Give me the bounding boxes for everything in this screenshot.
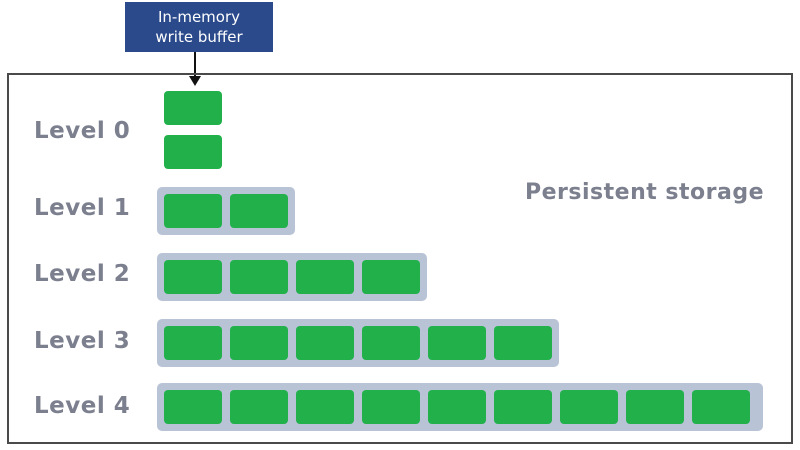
level-3-group [157, 319, 559, 367]
level-3-sstable-block [428, 326, 486, 360]
level-3-sstable-block [230, 326, 288, 360]
level-4-sstable-block [428, 390, 486, 424]
write-buffer-label-line2: write buffer [155, 28, 243, 46]
persistent-storage-label: Persistent storage [525, 180, 764, 205]
level-1-sstable-block [164, 194, 222, 228]
level-2-sstable-block [164, 260, 222, 294]
flush-arrow-head [189, 76, 201, 86]
level-4-sstable-block [692, 390, 750, 424]
level-4-group [157, 383, 763, 431]
level-3-sstable-block [296, 326, 354, 360]
level-0-sstable-block [164, 135, 222, 169]
write-buffer-box: In-memory write buffer [125, 2, 273, 52]
level-4-label: Level 4 [34, 393, 131, 419]
level-0-group [157, 84, 229, 172]
persistent-storage-frame [7, 73, 793, 444]
level-2-sstable-block [296, 260, 354, 294]
level-4-sstable-block [560, 390, 618, 424]
level-4-sstable-block [362, 390, 420, 424]
level-2-sstable-block [230, 260, 288, 294]
level-3-sstable-block [164, 326, 222, 360]
write-buffer-label-line1: In-memory [157, 8, 241, 26]
level-2-sstable-block [362, 260, 420, 294]
level-4-sstable-block [296, 390, 354, 424]
level-2-group [157, 253, 427, 301]
level-3-sstable-block [362, 326, 420, 360]
flush-arrow-line [194, 52, 196, 78]
level-4-sstable-block [230, 390, 288, 424]
level-4-sstable-block [164, 390, 222, 424]
level-1-group [157, 187, 295, 235]
level-4-sstable-block [626, 390, 684, 424]
level-0-label: Level 0 [34, 118, 131, 144]
level-1-sstable-block [230, 194, 288, 228]
level-3-sstable-block [494, 326, 552, 360]
level-3-label: Level 3 [34, 328, 131, 354]
level-0-sstable-block [164, 91, 222, 125]
level-1-label: Level 1 [34, 195, 131, 221]
level-2-label: Level 2 [34, 261, 131, 287]
level-4-sstable-block [494, 390, 552, 424]
